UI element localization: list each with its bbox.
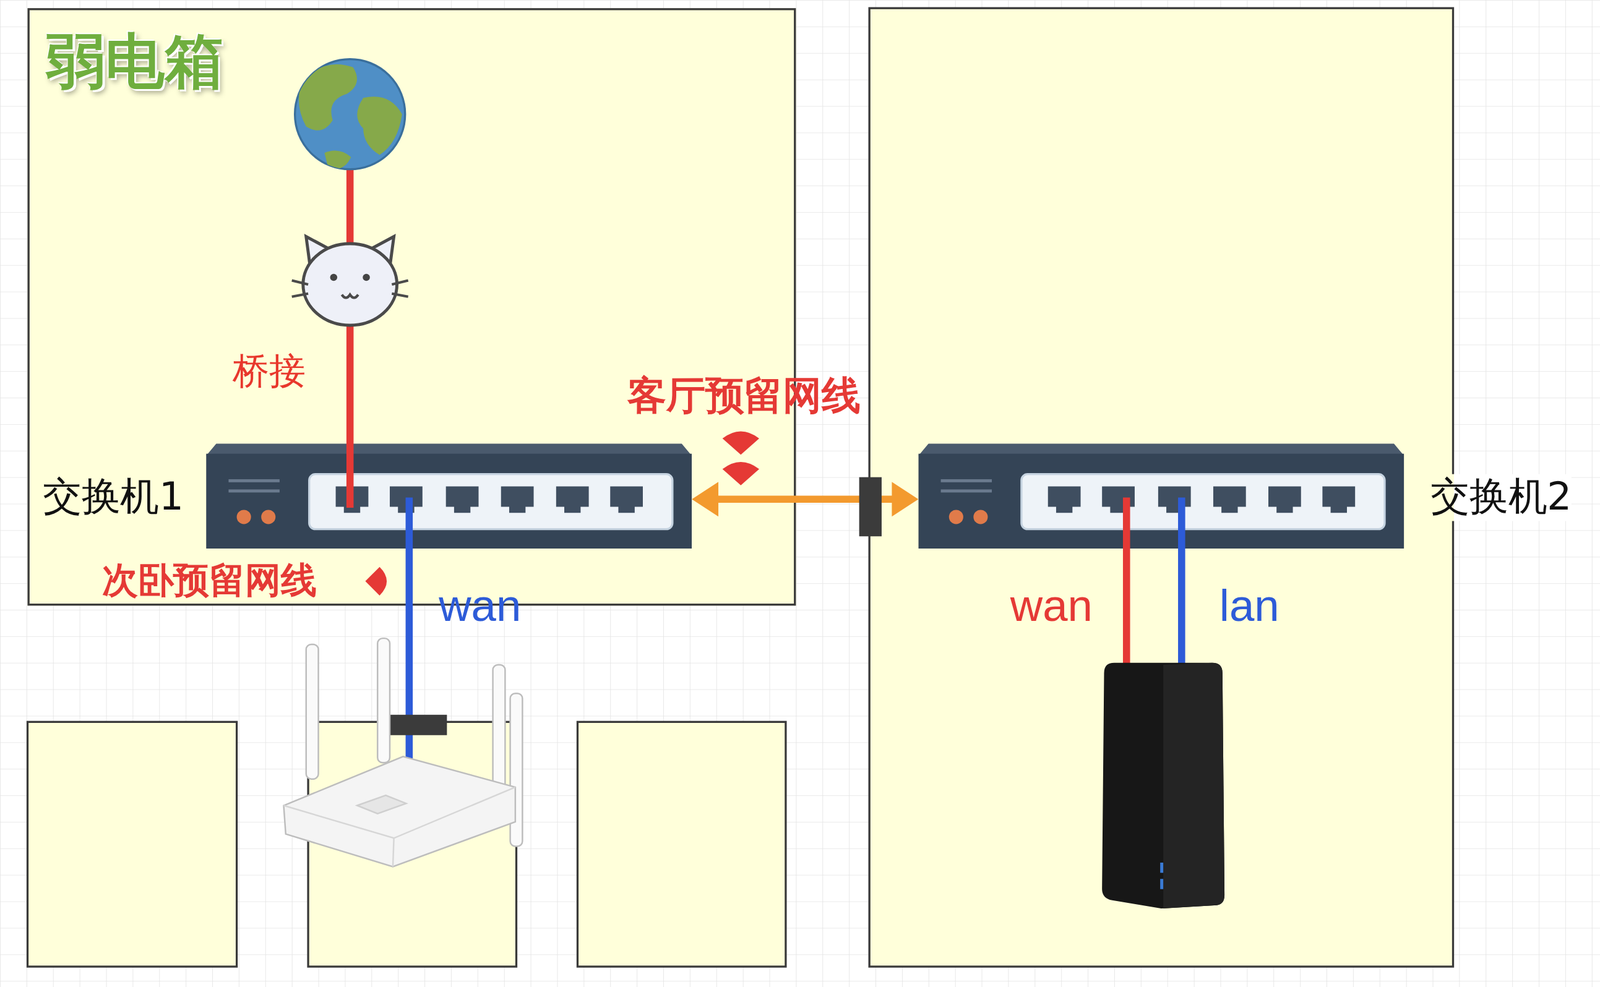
cable-clip	[389, 715, 447, 736]
white-router	[377, 638, 390, 763]
switch-body	[1213, 486, 1247, 513]
wifi-marker	[365, 567, 387, 596]
globe-icon	[356, 96, 403, 155]
globe-icon	[298, 64, 403, 170]
cable-clip	[859, 477, 882, 538]
white-router	[283, 787, 515, 839]
cable-blue	[405, 498, 414, 788]
cable-clip	[859, 477, 882, 538]
black-router	[1160, 863, 1164, 874]
switch-body	[918, 443, 1404, 549]
cable-blue	[408, 498, 1182, 788]
cable-red	[346, 318, 354, 508]
globe-icon	[295, 59, 406, 170]
port-name: lan	[1219, 579, 1280, 633]
switch-body	[446, 486, 479, 513]
switch-body	[949, 509, 964, 525]
room-box	[869, 8, 1453, 968]
cat-modem-icon	[341, 294, 358, 298]
switch-body	[1048, 486, 1081, 513]
network-switch: 交换机2	[918, 443, 1404, 549]
wifi-marker	[365, 431, 760, 596]
switch-body	[973, 509, 988, 525]
wifi-marker	[722, 431, 760, 455]
room-box	[577, 722, 786, 968]
globe-icon	[295, 59, 406, 170]
switch-body	[941, 489, 992, 493]
globe-icon	[324, 150, 351, 171]
switch-body	[228, 489, 280, 493]
cable-connector	[891, 481, 919, 517]
box-heading: 弱电箱	[45, 26, 224, 98]
cable-red	[346, 163, 354, 250]
switch-body	[309, 474, 673, 530]
cable-note: 桥接	[232, 348, 307, 393]
cat-modem-icon	[391, 293, 408, 297]
switch-body	[1021, 474, 1385, 530]
cable-red	[350, 163, 1127, 674]
switch-body	[206, 443, 692, 549]
black-router	[1160, 879, 1164, 890]
switch-body	[1268, 486, 1302, 513]
cable-connector	[691, 481, 919, 517]
switch-body	[1158, 486, 1192, 513]
cable-note: 次卧预留网线	[102, 559, 317, 603]
cat-modem-icon	[330, 274, 338, 282]
switch-body	[261, 509, 276, 525]
cable-red	[1122, 498, 1131, 674]
switch-body	[228, 479, 280, 483]
switch-body	[1322, 486, 1355, 513]
cable-blue	[1178, 498, 1186, 674]
port-name: wan	[1010, 579, 1093, 633]
switch-body	[610, 486, 643, 513]
switch-body	[941, 479, 992, 483]
switch-body	[501, 486, 534, 513]
switch-label: 交换机1	[42, 474, 184, 521]
globe-icon	[298, 64, 357, 131]
cat-modem-icon	[292, 280, 309, 285]
white-router	[283, 756, 515, 867]
switch-label: 交换机2	[1430, 474, 1572, 521]
white-router	[392, 838, 395, 867]
white-router	[283, 638, 523, 867]
room-box	[27, 722, 237, 968]
network-switch: 交换机1	[206, 443, 692, 549]
wifi-marker	[722, 462, 760, 486]
black-router	[1101, 663, 1225, 909]
cat-modem-icon	[391, 280, 408, 285]
switch-body	[236, 509, 252, 525]
black-router	[1163, 663, 1225, 909]
room-box	[27, 8, 1454, 968]
white-router	[356, 795, 406, 815]
edge-label: 客厅预留网线	[627, 373, 861, 420]
black-router	[1101, 663, 1225, 909]
switch-body	[556, 486, 590, 513]
cat-modem-icon	[292, 293, 309, 297]
port-name: wan	[438, 579, 521, 633]
cable-connector	[691, 481, 719, 517]
cat-modem-icon	[362, 274, 370, 282]
switch-body	[918, 454, 1404, 549]
switch-body	[206, 454, 692, 549]
cat-modem-icon	[303, 243, 398, 326]
cat-modem-icon	[292, 236, 409, 326]
cable-clip	[389, 715, 447, 736]
white-router	[306, 644, 319, 780]
